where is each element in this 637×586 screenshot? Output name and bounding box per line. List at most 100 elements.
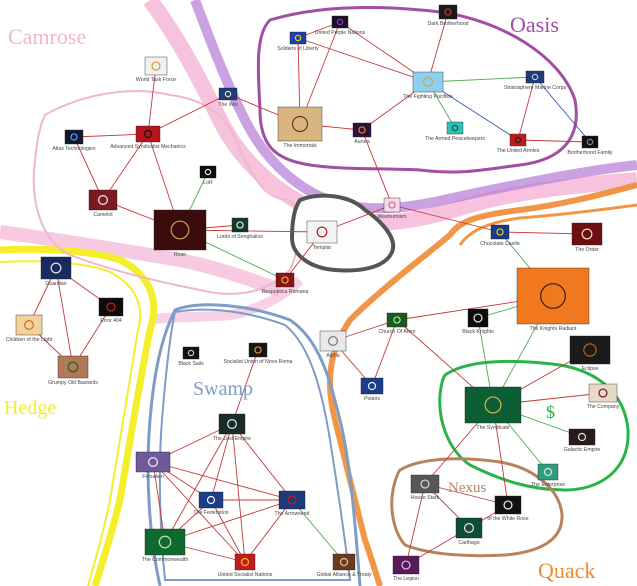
black-flag-emblem <box>187 349 195 357</box>
nation-label: The Order <box>575 247 599 253</box>
nation-the-fighting-pacifists[interactable]: The Fighting Pacifists <box>403 71 453 100</box>
templar-cross-flag-emblem <box>316 226 328 238</box>
nation-camelot[interactable]: Camelot <box>88 189 118 218</box>
nation-united-socialist-nations[interactable]: United Socialist Nations <box>218 553 273 578</box>
nation-label: Stratosphere Marine Corps <box>504 85 567 91</box>
teal-enterprise-flag-icon <box>537 463 559 481</box>
nation-global-alliance-treaty[interactable]: Global Alliance & Treaty <box>316 553 372 578</box>
nation-of-the-white-rose[interactable]: of the White Rose <box>487 495 529 522</box>
nation-rose[interactable]: Rose <box>153 209 207 258</box>
gold-diamond-flag-emblem <box>170 220 190 240</box>
nation-label: The Syndicate <box>476 425 509 431</box>
nation-carthago[interactable]: Carthago <box>455 517 483 546</box>
nation-socialist-union-of-nova-roma[interactable]: Socialist Union of Nova Roma <box>224 342 293 365</box>
nation-galactic-empire[interactable]: Galactic Empire <box>564 428 601 453</box>
nation-the-legion[interactable]: The Legion <box>392 555 420 582</box>
relation-line-camelot-advanced-syndicalist-mechanics <box>102 133 149 201</box>
nation-stratosphere-marine-corps[interactable]: Stratosphere Marine Corps <box>504 70 567 91</box>
purple-legion-flag-emblem <box>401 560 411 570</box>
nation-label: Galactic Empire <box>564 447 601 453</box>
nation-label: Forsaken <box>142 474 164 480</box>
nation-grumpy-old-bastards[interactable]: Grumpy Old Bastards <box>48 355 98 386</box>
nation-the-order[interactable]: The Order <box>571 222 603 253</box>
nation-label: of the White Rose <box>487 516 528 522</box>
region-title-nexus: Nexus <box>448 480 486 496</box>
nation-lor[interactable]: LoR <box>199 165 217 186</box>
nation-respublica-romana[interactable]: Respublica Romana <box>262 272 309 295</box>
red-black-flag-emblem <box>514 136 522 144</box>
nation-error-404[interactable]: Error 404 <box>98 297 124 324</box>
nation-brotherhood-family[interactable]: Brotherhood Family <box>567 135 613 156</box>
nation-black-knights[interactable]: Black Knights <box>462 308 494 335</box>
nation-the-lost-empire[interactable]: The Lost Empire <box>213 413 251 442</box>
nation-eclipse[interactable]: Eclipse <box>569 335 611 372</box>
nation-weeburnism[interactable]: Weeburnism <box>377 197 407 220</box>
grey-flag-icon <box>319 330 347 352</box>
relation-line-church-of-atom-polaris <box>371 319 398 387</box>
nation-church-of-atom[interactable]: Church Of Atom <box>379 312 416 335</box>
black-crest-flag-icon <box>199 165 217 179</box>
nation-atlas-technologies[interactable]: Atlas Technologies <box>52 129 96 152</box>
nation-polaris[interactable]: Polaris <box>360 377 384 402</box>
nation-black-sails[interactable]: Black Sails <box>178 346 204 367</box>
nation-children-of-the-light[interactable]: Children of the Light <box>6 314 53 343</box>
hedge-yellow-inner <box>0 260 142 586</box>
triangle-logo-flag-icon <box>64 129 84 145</box>
nation-label: The Fighting Pacifists <box>403 94 453 100</box>
region-title-quack: Quack <box>538 558 595 583</box>
green-syndicate-flag-emblem <box>484 396 502 414</box>
nation-templar[interactable]: Templar <box>306 220 338 251</box>
nation-dark-brotherhood[interactable]: Dark Brotherhood <box>428 4 469 27</box>
nation-the-armed-peacekeepers[interactable]: The Armed Peacekeepers <box>425 121 485 142</box>
nation-the-enterprise[interactable]: The Enterprise <box>531 463 565 488</box>
pink-west-band <box>0 225 283 297</box>
nation-nodes: Dark Brotherhood United Purple NationsSol… <box>6 4 620 582</box>
red-black-flag-icon <box>509 133 527 147</box>
nation-the-immortals[interactable]: The Immortals <box>277 106 323 149</box>
relation-line-stratosphere-marine-corps-brotherhood-family <box>534 76 591 143</box>
nation-the-wei[interactable]: The Wei <box>218 87 238 108</box>
nation-the-united-armies[interactable]: The United Armies <box>497 133 540 154</box>
nation-label: Chocolate Castle <box>480 241 520 247</box>
nation-lords-of-senghallos[interactable]: Lords of Senghallos <box>217 217 263 240</box>
red-gear-flag-emblem <box>143 129 153 139</box>
nation-the-federation[interactable]: The Federation <box>193 491 229 516</box>
nation-advanced-syndicalist-mechanics[interactable]: Advanced Syndicalist Mechanics <box>110 125 186 150</box>
light-blue-crest-flag-emblem <box>423 76 434 87</box>
swamp-outline <box>158 308 352 581</box>
orange-quack-inner <box>458 203 637 246</box>
nation-the-commonwealth[interactable]: The Commonwealth <box>142 528 189 563</box>
nation-chocolate-castle[interactable]: Chocolate Castle <box>480 224 520 247</box>
blue-castle-flag-emblem <box>496 228 504 236</box>
nation-label: Black Knights <box>462 329 494 335</box>
pink-anime-flag-emblem <box>388 201 396 209</box>
nation-guardian[interactable]: Guardian <box>40 256 72 287</box>
nation-aurora[interactable]: Aurora <box>352 122 372 145</box>
red-claw-flag-icon <box>438 4 458 20</box>
nation-label: The Knights Radiant <box>529 326 577 332</box>
relation-line-house-stark-the-legion <box>405 483 426 566</box>
nation-alpha[interactable]: Alpha <box>319 330 347 359</box>
red-order-flag-icon <box>571 222 603 246</box>
nation-the-knights-radiant[interactable]: The Knights Radiant <box>516 267 590 332</box>
nation-label: World Task Force <box>136 77 176 83</box>
relation-line-dark-brotherhood-the-fighting-pacifists <box>427 11 449 83</box>
nation-house-stark[interactable]: House Stark <box>411 474 440 501</box>
nation-label: Weeburnism <box>377 214 406 220</box>
nation-label: Camelot <box>93 212 113 218</box>
nation-label: Socialist Union of Nova Roma <box>224 359 293 365</box>
nation-soldiers-of-liberty[interactable]: Soldiers of Liberty <box>277 31 319 52</box>
nation-united-purple-nations[interactable]: United Purple Nations <box>315 15 366 36</box>
nation-label: Global Alliance & Treaty <box>316 572 371 578</box>
sunset-flag-icon <box>352 122 372 138</box>
nation-the-syndicate[interactable]: The Syndicate <box>464 386 522 431</box>
nation-the-arrowsend[interactable]: The Arrowsend <box>275 490 310 517</box>
nation-forsaken[interactable]: Forsaken <box>135 451 171 480</box>
relation-line-the-lost-empire-the-federation <box>210 423 233 501</box>
relation-line-forsaken-the-arrowsend <box>152 461 293 501</box>
nation-label: House Stark <box>411 495 440 501</box>
nation-world-task-force[interactable]: World Task Force <box>136 56 176 83</box>
nation-label: Guardian <box>45 281 66 287</box>
nation-the-company[interactable]: The Company <box>587 383 620 410</box>
nation-label: Rose <box>174 252 186 258</box>
